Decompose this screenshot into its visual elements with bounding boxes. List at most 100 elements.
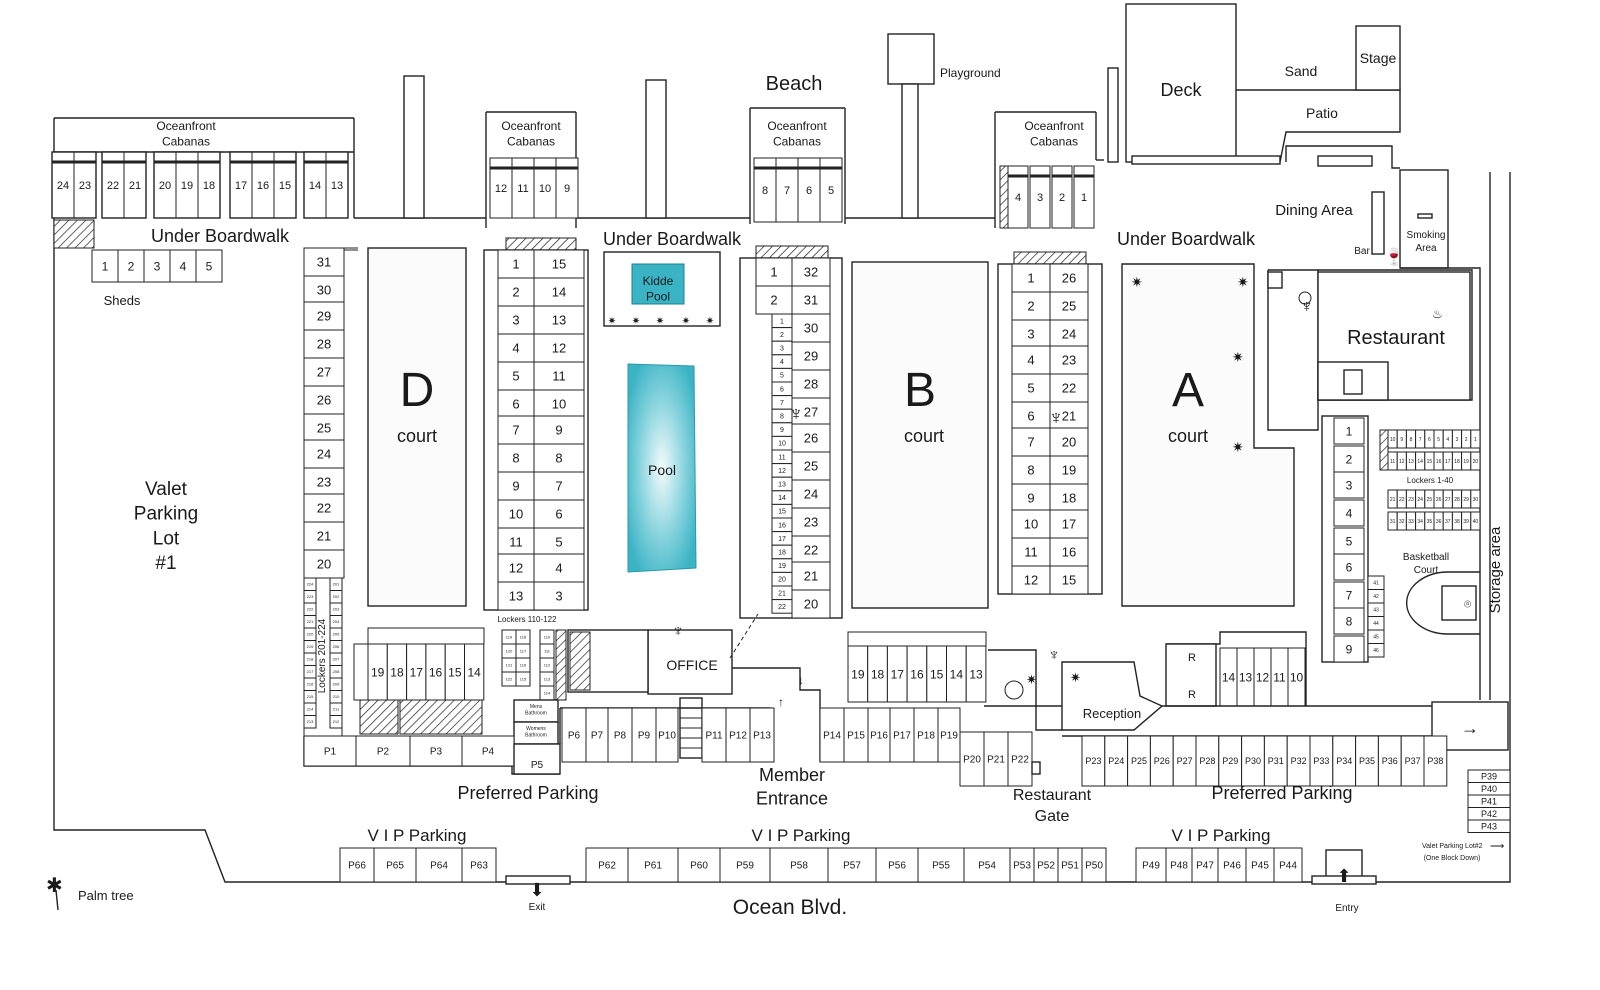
cabana-r-1[interactable]: 1 [1333,417,1365,445]
cabana-17[interactable]: 17 [229,151,253,219]
cabana-c4l-9[interactable]: 9 [1011,483,1051,513]
locker-115-box[interactable] [515,671,531,687]
cabana-c4r-18-box[interactable] [1049,483,1089,513]
locker-1[interactable]: 1 [1470,429,1481,449]
locker-c3-16[interactable]: 16 [771,517,793,533]
shed-3[interactable]: 3 [143,249,171,283]
locker-121[interactable]: 121 [501,657,517,673]
parking-P25[interactable]: P25 [1127,735,1151,787]
cabana-23[interactable]: 23 [73,151,97,219]
cabana-c2r-8[interactable]: 8 [533,443,585,473]
cabana-7[interactable]: 7 [775,157,799,223]
entry-gate[interactable] [1311,875,1377,885]
parking-P22-box[interactable] [1007,731,1033,787]
parking-P28[interactable]: P28 [1195,735,1220,787]
parking-P20[interactable]: P20 [959,731,985,787]
cabana-r-2-box[interactable] [1333,445,1365,473]
cabana-c2l-1-box[interactable] [497,249,535,279]
locker-114[interactable]: 114 [539,685,555,701]
locker-37[interactable]: 37 [1442,511,1453,531]
cabana-c3r-20-box[interactable] [791,589,831,619]
cabana-d-30[interactable]: 30 [303,275,345,305]
cabana-d-23[interactable]: 23 [303,467,345,497]
cabana-r-4-box[interactable] [1333,499,1365,527]
parking-P35[interactable]: P35 [1355,735,1379,787]
parking-P46[interactable]: P46 [1217,847,1247,883]
parking-P14-box[interactable] [819,707,845,763]
parking-P48[interactable]: P48 [1165,847,1193,883]
cabana-c4l-4-box[interactable] [1011,345,1051,375]
cabana-c4l-11-box[interactable] [1011,537,1051,567]
parking-P38-box[interactable] [1423,735,1448,787]
cabana-c3r-29-box[interactable] [791,341,831,371]
locker-206[interactable]: 206 [329,640,343,654]
parking-P16[interactable]: P16 [867,707,891,763]
locker-c3-5[interactable]: 5 [771,367,793,383]
locker-34[interactable]: 34 [1415,511,1426,531]
parking-P6-box[interactable] [561,707,587,763]
locker-2[interactable]: 2 [1461,429,1472,449]
locker-18[interactable]: 18 [1451,451,1463,471]
cabana-11[interactable]: 11 [511,157,535,219]
locker-r-41[interactable]: 41 [1367,575,1385,590]
cabana-r-8-box[interactable] [1333,607,1365,635]
cabana-c2r-3[interactable]: 3 [533,581,585,611]
cabana-d-22-box[interactable] [303,493,345,523]
locker-112[interactable]: 112 [539,657,555,673]
parking-P45[interactable]: P45 [1245,847,1275,883]
cabana-ld-14[interactable]: 14 [464,643,485,701]
parking-P59[interactable]: P59 [719,847,771,883]
cabana-c3r-22[interactable]: 22 [791,535,831,565]
parking-P63[interactable]: P63 [461,847,497,883]
locker-215[interactable]: 215 [303,690,317,704]
locker-r-43[interactable]: 43 [1367,602,1385,617]
cabana-c4r-22-box[interactable] [1049,373,1089,403]
cabana-lb-16[interactable]: 16 [906,645,928,703]
locker-115[interactable]: 115 [515,671,531,687]
locker-4[interactable]: 4 [1442,429,1453,449]
parking-P6[interactable]: P6 [561,707,587,763]
parking-P50[interactable]: P50 [1081,847,1107,883]
parking-P15-box[interactable] [843,707,869,763]
locker-40-box[interactable] [1470,511,1481,531]
cabana-d-20-box[interactable] [303,549,345,579]
locker-35[interactable]: 35 [1424,511,1435,531]
locker-216[interactable]: 216 [303,677,317,691]
locker-r-45[interactable]: 45 [1367,629,1385,644]
parking-P21-box[interactable] [983,731,1009,787]
cabana-c3r-32[interactable]: 32 [791,257,831,287]
parking-P36[interactable]: P36 [1377,735,1402,787]
cabana-c4r-19[interactable]: 19 [1049,455,1089,485]
locker-14[interactable]: 14 [1415,451,1426,471]
cabana-13[interactable]: 13 [325,151,349,219]
cabana-3-box[interactable] [1029,165,1051,229]
cabana-5[interactable]: 5 [819,157,843,223]
locker-20-box[interactable] [1470,451,1481,471]
cabana-r-3[interactable]: 3 [1333,471,1365,499]
cabana-c4l-5[interactable]: 5 [1011,373,1051,403]
cabana-c2r-15[interactable]: 15 [533,249,585,279]
locker-203[interactable]: 203 [329,602,343,616]
parking-P61[interactable]: P61 [627,847,679,883]
locker-1-box[interactable] [1470,429,1481,449]
cabana-c4l-2[interactable]: 2 [1011,291,1051,321]
cabana-9[interactable]: 9 [555,157,579,219]
cabana-c4l-9-box[interactable] [1011,483,1051,513]
parking-P24[interactable]: P24 [1104,735,1129,787]
cabana-c2r-10[interactable]: 10 [533,389,585,419]
parking-P17[interactable]: P17 [889,707,915,763]
parking-P22[interactable]: P22 [1007,731,1033,787]
cabana-c2r-9[interactable]: 9 [533,415,585,445]
cabana-c3r-31-box[interactable] [791,285,831,315]
parking-P29[interactable]: P29 [1218,735,1243,787]
locker-209[interactable]: 209 [329,677,343,691]
cabana-c3r-26[interactable]: 26 [791,423,831,453]
parking-P62-box[interactable] [585,847,629,883]
cabana-c2r-11-box[interactable] [533,361,585,391]
cabana-2-box[interactable] [1051,165,1073,229]
parking-P1[interactable]: P1 [303,735,357,767]
locker-c3-11[interactable]: 11 [771,449,793,465]
kidde-pool[interactable] [631,263,685,305]
locker-22[interactable]: 22 [1396,489,1407,509]
parking-P4-box[interactable] [461,735,515,767]
